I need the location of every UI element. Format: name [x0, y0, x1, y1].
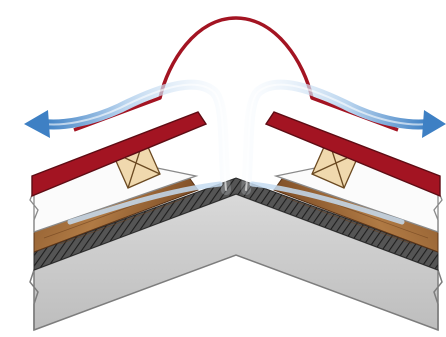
deck-break-left [29, 269, 39, 330]
metal-sheet-left [31, 111, 208, 198]
airflow-streak-right [249, 181, 405, 225]
airflow-arrow-left [24, 79, 231, 195]
metal-sheet-right [264, 111, 441, 198]
airflow-arrow-right [241, 79, 446, 195]
airflow-streak-left [67, 181, 223, 225]
ridge-cap [73, 16, 399, 132]
deck-break-right [433, 269, 443, 330]
